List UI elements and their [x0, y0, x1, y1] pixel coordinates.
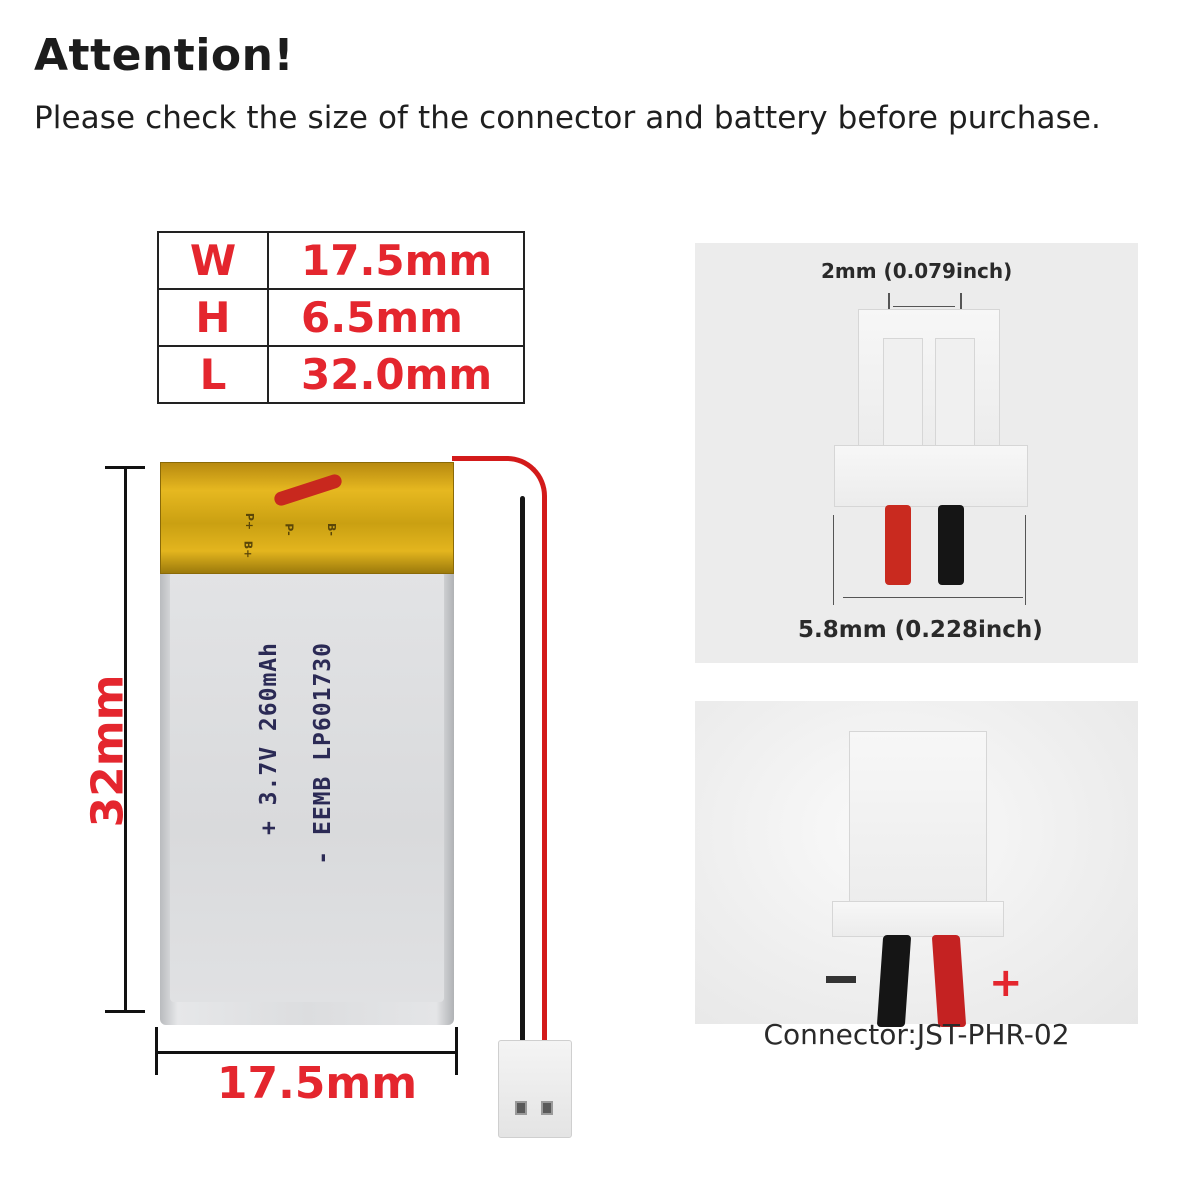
pitch-tick-right — [960, 293, 962, 321]
positive-symbol: + — [989, 960, 1023, 1006]
jst-plug — [498, 1040, 572, 1138]
width-tick-right — [1025, 515, 1026, 605]
polarity-black-wire — [876, 935, 912, 1027]
width-line — [843, 597, 1023, 598]
black-lead-wire — [520, 496, 525, 1046]
connector-housing-top — [858, 309, 1000, 449]
polarity-red-wire — [931, 935, 967, 1027]
connector-housing-base — [834, 445, 1028, 507]
battery-model-print: - EEMB LP601730 — [310, 642, 336, 865]
width-dimension-cap-left — [155, 1027, 158, 1075]
battery-cell-face — [170, 572, 444, 1002]
battery-cell-body — [160, 562, 454, 1025]
red-lead-wire — [452, 456, 547, 1046]
negative-symbol — [826, 976, 856, 983]
spec-row-length: L 32.0mm — [157, 345, 525, 404]
connector-black-wire — [938, 505, 964, 585]
plug-pin — [515, 1101, 527, 1115]
connector-housing-lip — [832, 901, 1004, 937]
spec-value: 6.5mm — [267, 288, 525, 347]
battery-image: B+ P+ P- B- - EEMB LP601730 + 3.7V 260mA… — [160, 462, 454, 1025]
height-dimension-line — [124, 466, 127, 1013]
pitch-tick-left — [888, 293, 890, 321]
width-label: 17.5mm — [216, 1058, 418, 1109]
kapton-tape-pcb: B+ P+ P- B- — [160, 462, 454, 574]
pcb-label: P- — [282, 523, 296, 536]
connector-width-label: 5.8mm (0.228inch) — [798, 617, 1043, 643]
connector-red-wire — [885, 505, 911, 585]
spec-value: 32.0mm — [267, 345, 525, 404]
connector-polarity-panel — [695, 701, 1138, 1027]
battery-rating-print: + 3.7V 260mAh — [256, 642, 282, 836]
connector-housing — [849, 731, 987, 911]
height-dimension-cap-top — [105, 466, 145, 469]
pitch-label: 2mm (0.079inch) — [821, 259, 1013, 283]
width-dimension-cap-right — [455, 1027, 458, 1075]
spec-key: H — [157, 288, 269, 347]
connector-slot-left — [883, 338, 923, 448]
spec-key: W — [157, 231, 269, 290]
height-label: 32mm — [82, 674, 134, 828]
page-title: Attention! — [34, 30, 295, 81]
pitch-line — [893, 306, 955, 307]
width-tick-left — [833, 515, 834, 605]
dimension-spec-table: W 17.5mm H 6.5mm L 32.0mm — [157, 231, 525, 404]
plug-pin — [541, 1101, 553, 1115]
spec-row-width: W 17.5mm — [157, 231, 525, 290]
spec-key: L — [157, 345, 269, 404]
inner-red-wire — [272, 472, 344, 508]
spec-row-height: H 6.5mm — [157, 288, 525, 347]
spec-value: 17.5mm — [267, 231, 525, 290]
pcb-label: B+ — [241, 540, 255, 559]
width-dimension-line — [157, 1051, 458, 1054]
pcb-label: B- — [324, 523, 338, 536]
connector-caption: Connector:JST-PHR-02 — [763, 1018, 1070, 1051]
connector-dimension-panel: 2mm (0.079inch) 5.8mm (0.228inch) — [695, 243, 1138, 663]
connector-slot-right — [935, 338, 975, 448]
pcb-label: P+ — [243, 512, 257, 531]
page-subtitle: Please check the size of the connector a… — [34, 100, 1102, 136]
height-dimension-cap-bottom — [105, 1010, 145, 1013]
